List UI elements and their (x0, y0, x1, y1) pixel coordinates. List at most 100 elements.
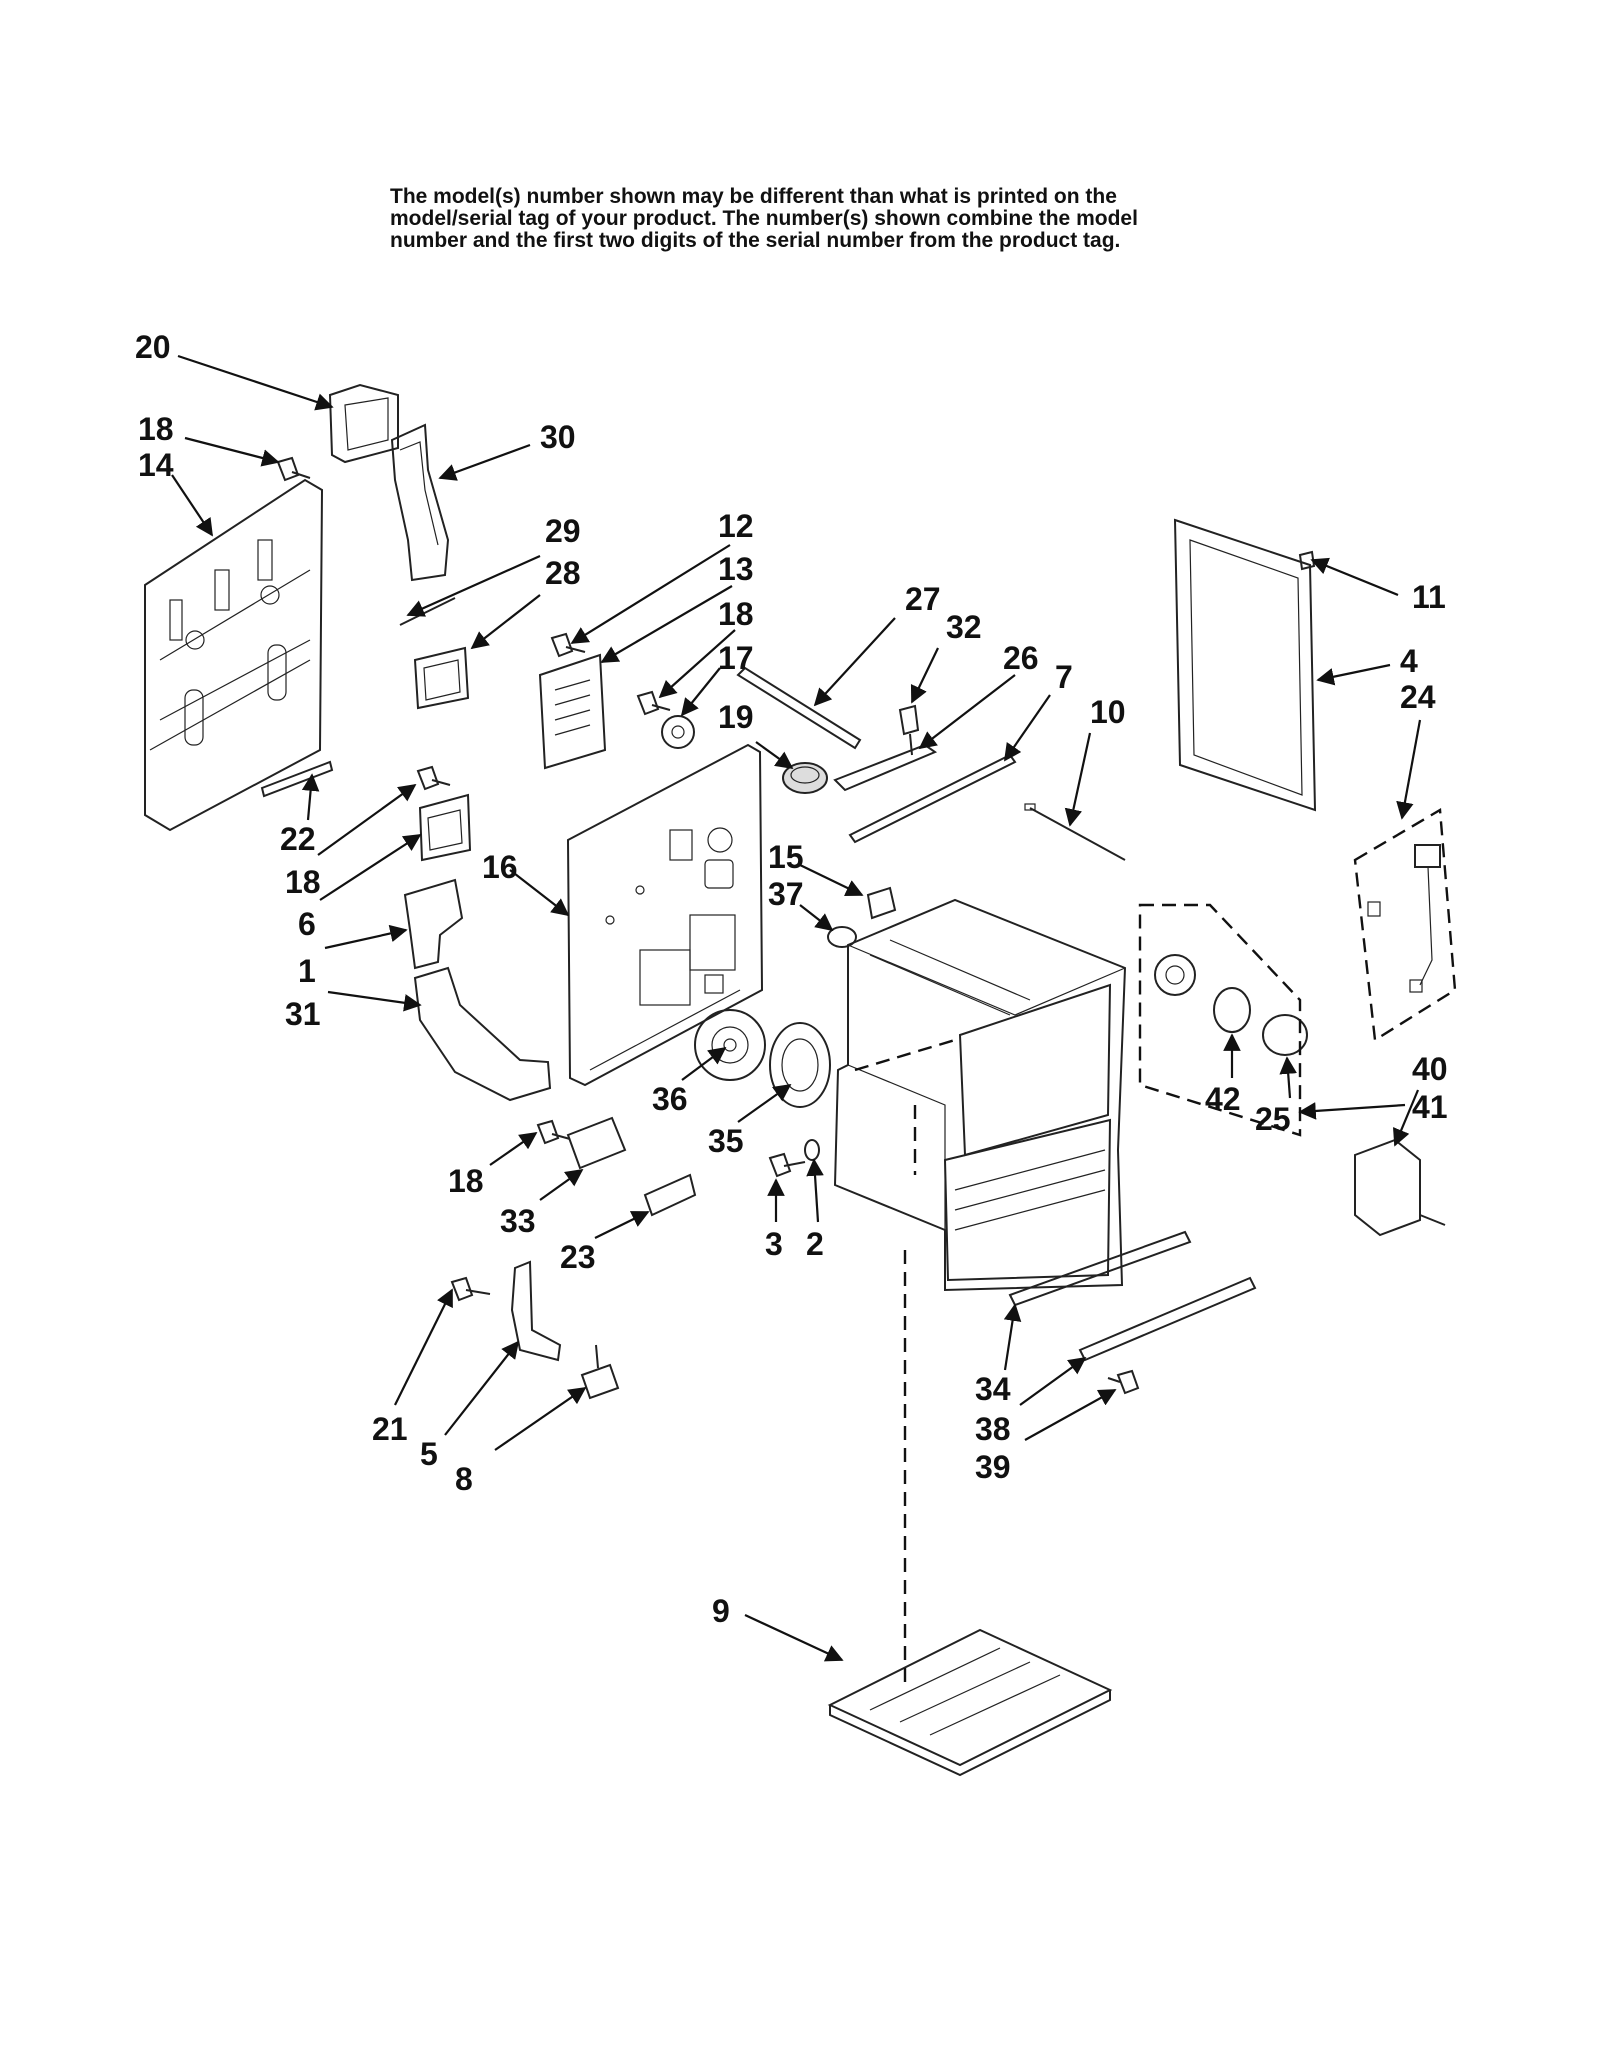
callout-32: 32 (946, 609, 982, 645)
callout-18: 18 (448, 1163, 484, 1199)
callout-5: 5 (420, 1436, 438, 1472)
callout-18: 18 (138, 411, 174, 447)
part-duct-1 (403, 878, 464, 970)
part-sensor-10 (1024, 803, 1126, 861)
callout-17: 17 (718, 640, 754, 676)
callout-27: 27 (905, 581, 941, 617)
part-clip-15 (866, 886, 897, 920)
callout-39: 39 (975, 1449, 1011, 1485)
callout-18: 18 (285, 864, 321, 900)
callout-38: 38 (975, 1411, 1011, 1447)
disclaimer-note: The model(s) number shown may be differe… (390, 186, 1290, 252)
callout-22: 22 (280, 821, 316, 857)
callout-24: 24 (1400, 679, 1436, 715)
callout-23: 23 (560, 1239, 596, 1275)
callout-7: 7 (1055, 659, 1073, 695)
callout-30: 30 (540, 419, 576, 455)
callout-11: 11 (1412, 579, 1446, 615)
callout-37: 37 (768, 876, 804, 912)
parts-artwork (144, 383, 1446, 1777)
callout-20: 20 (135, 329, 171, 365)
part-side-panel-16 (566, 743, 764, 1087)
callout-36: 36 (652, 1081, 688, 1117)
note-line-1: The model(s) number shown may be differe… (390, 185, 1117, 208)
callout-41: 41 (1412, 1089, 1448, 1125)
callout-3: 3 (765, 1226, 783, 1262)
callout-34: 34 (975, 1371, 1011, 1407)
part-bracket-23 (643, 1173, 697, 1217)
part-rail-7 (848, 753, 1017, 844)
leader-lines (171, 354, 1422, 1662)
cavity-upper-guide (854, 1038, 956, 1175)
part-duct-31 (413, 966, 552, 1102)
callout-29: 29 (545, 513, 581, 549)
guide-lines (854, 807, 1457, 1690)
part-fan-19 (782, 762, 828, 794)
callout-2: 2 (806, 1226, 824, 1262)
part-lens-25 (1262, 1014, 1308, 1056)
callout-labels: 20 18 14 30 29 28 12 13 18 17 19 27 32 2… (135, 329, 1448, 1629)
part-switch-32 (898, 704, 920, 756)
part-trim-34 (1008, 1230, 1192, 1307)
part-harness-24 (1367, 844, 1441, 993)
note-line-2: model/serial tag of your product. The nu… (390, 207, 1138, 230)
part-vent-bracket-20 (328, 383, 399, 464)
screw-18-d (416, 765, 451, 791)
part-latch-40 (1354, 1138, 1446, 1237)
callout-1: 1 (298, 953, 316, 989)
callout-14: 14 (138, 447, 174, 483)
part-bracket-33 (566, 1116, 627, 1170)
part-rear-panel-14 (144, 478, 324, 832)
callout-40: 40 (1412, 1051, 1448, 1087)
callout-31: 31 (285, 996, 321, 1032)
part-door-gasket-4 (1173, 518, 1317, 812)
callout-21: 21 (372, 1411, 408, 1447)
part-screw-39 (1107, 1369, 1140, 1395)
screw-18-e (536, 1119, 571, 1145)
callout-26: 26 (1003, 640, 1039, 676)
screw-18-a (276, 456, 311, 482)
part-louver-13 (538, 653, 607, 770)
callout-35: 35 (708, 1123, 744, 1159)
part-light-socket (1154, 954, 1196, 996)
callout-16: 16 (482, 849, 518, 885)
callout-25: 25 (1255, 1101, 1291, 1137)
part-strip-22 (260, 760, 334, 798)
callout-4: 4 (1400, 643, 1418, 679)
part-fan-blade-36 (694, 1009, 766, 1081)
part-plug-37 (827, 926, 857, 948)
screw-18-c (636, 690, 671, 716)
part-bar-27 (736, 666, 862, 750)
part-screw-3 (768, 1152, 806, 1178)
part-bottom-panel-9 (827, 1628, 1113, 1777)
callout-15: 15 (768, 839, 804, 875)
callout-42: 42 (1205, 1081, 1241, 1117)
callout-18: 18 (718, 596, 754, 632)
part-rail-38 (1078, 1276, 1257, 1362)
callout-12: 12 (718, 508, 754, 544)
part-bulb-42 (1213, 987, 1251, 1033)
callout-19: 19 (718, 699, 754, 735)
part-screw-21 (450, 1276, 491, 1302)
part-leveler-8 (580, 1344, 620, 1400)
callout-8: 8 (455, 1461, 473, 1497)
part-rod-29 (399, 597, 456, 626)
part-oven-cavity (833, 898, 1127, 1292)
callout-9: 9 (712, 1593, 730, 1629)
part-fan-motor-17 (661, 715, 695, 749)
light-assembly-outline (1138, 903, 1302, 1137)
part-fan-cover-35 (769, 1022, 831, 1108)
screw-18-b (550, 632, 586, 658)
part-gasket-6 (418, 793, 472, 862)
part-gasket-28 (413, 646, 470, 710)
callout-28: 28 (545, 555, 581, 591)
callout-33: 33 (500, 1203, 536, 1239)
part-duct-30 (390, 423, 450, 582)
note-line-3: number and the first two digits of the s… (390, 229, 1121, 252)
part-bracket-5 (510, 1260, 562, 1362)
callout-10: 10 (1090, 694, 1126, 730)
part-washer-2 (804, 1139, 820, 1161)
part-bracket-26 (833, 743, 938, 792)
callout-6: 6 (298, 906, 316, 942)
